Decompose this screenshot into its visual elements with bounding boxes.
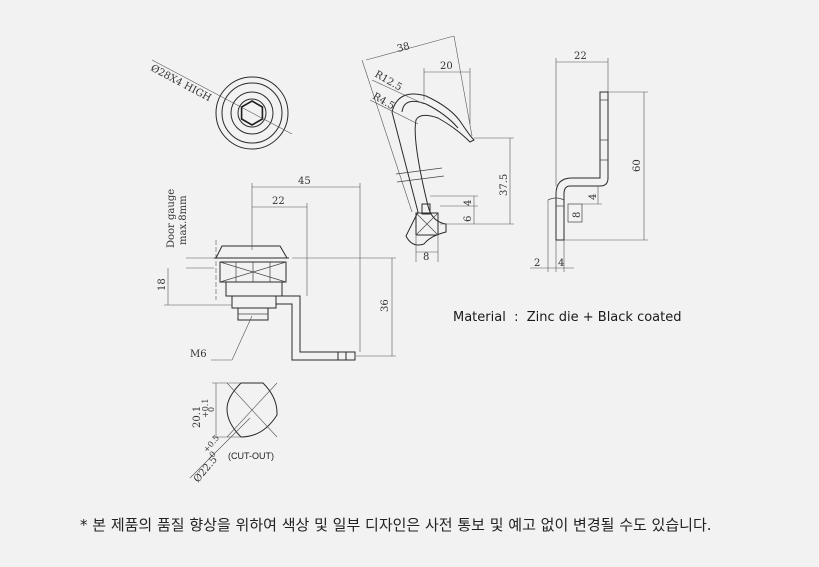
dim-22: 22 (272, 196, 285, 207)
cam-dim-4-top: 4 (588, 194, 599, 200)
material-text: Material : Zinc die + Black coated (453, 310, 682, 325)
cam-dim-8: 8 (572, 212, 583, 218)
cutout-label: (CUT-OUT) (228, 451, 274, 461)
hook-dim-8: 8 (423, 252, 429, 263)
hook-dim-20: 20 (440, 61, 453, 72)
cutout-view: 20.1 +0.1 0 Ø22.5 +0.5 0 (CUT-OUT) (189, 382, 278, 485)
dim-18: 18 (157, 278, 168, 291)
cam-dim-2: 2 (534, 258, 540, 269)
cam-dim-4-bottom: 4 (558, 258, 564, 269)
hook-dim-r4-5: R4.5 (371, 91, 397, 112)
hook-view: 38 20 R12.5 R4.5 37.5 6 4 8 (361, 35, 514, 263)
door-gauge-label-2: max.8mm (178, 195, 189, 245)
cutout-dim-20-1-tol-upper: +0.1 (201, 399, 210, 418)
hook-dim-4: 4 (463, 200, 474, 206)
hook-dim-6: 6 (463, 216, 474, 222)
dim-36: 36 (380, 299, 391, 312)
hook-dim-38: 38 (396, 41, 411, 55)
top-view: Ø28X4 HIGH (149, 59, 293, 150)
hex-label: Ø28X4 HIGH (149, 63, 214, 104)
cutout-dim-22-5: Ø22.5 (192, 455, 220, 485)
cam-dim-60: 60 (632, 159, 643, 172)
cam-dim-22: 22 (574, 51, 587, 62)
door-gauge-label-1: Door gauge (166, 189, 177, 248)
thread-label: M6 (190, 349, 207, 360)
hook-dim-r12-5: R12.5 (373, 69, 404, 93)
cutout-dim-20-1: 20.1 (192, 406, 203, 428)
footnote: * 본 제품의 품질 향상을 위하여 색상 및 일부 디자인은 사전 통보 및 … (80, 516, 712, 534)
hook-dim-37-5: 37.5 (499, 174, 510, 196)
side-view: Door gauge max.8mm 45 22 18 36 M6 (157, 176, 396, 361)
cutout-dim-22-5-tol-lower: 0 (208, 450, 218, 460)
cutout-dim-20-1-tol-lower: 0 (207, 407, 216, 412)
dim-45: 45 (298, 176, 311, 187)
cam-view: 22 60 4 8 2 4 (530, 51, 648, 272)
